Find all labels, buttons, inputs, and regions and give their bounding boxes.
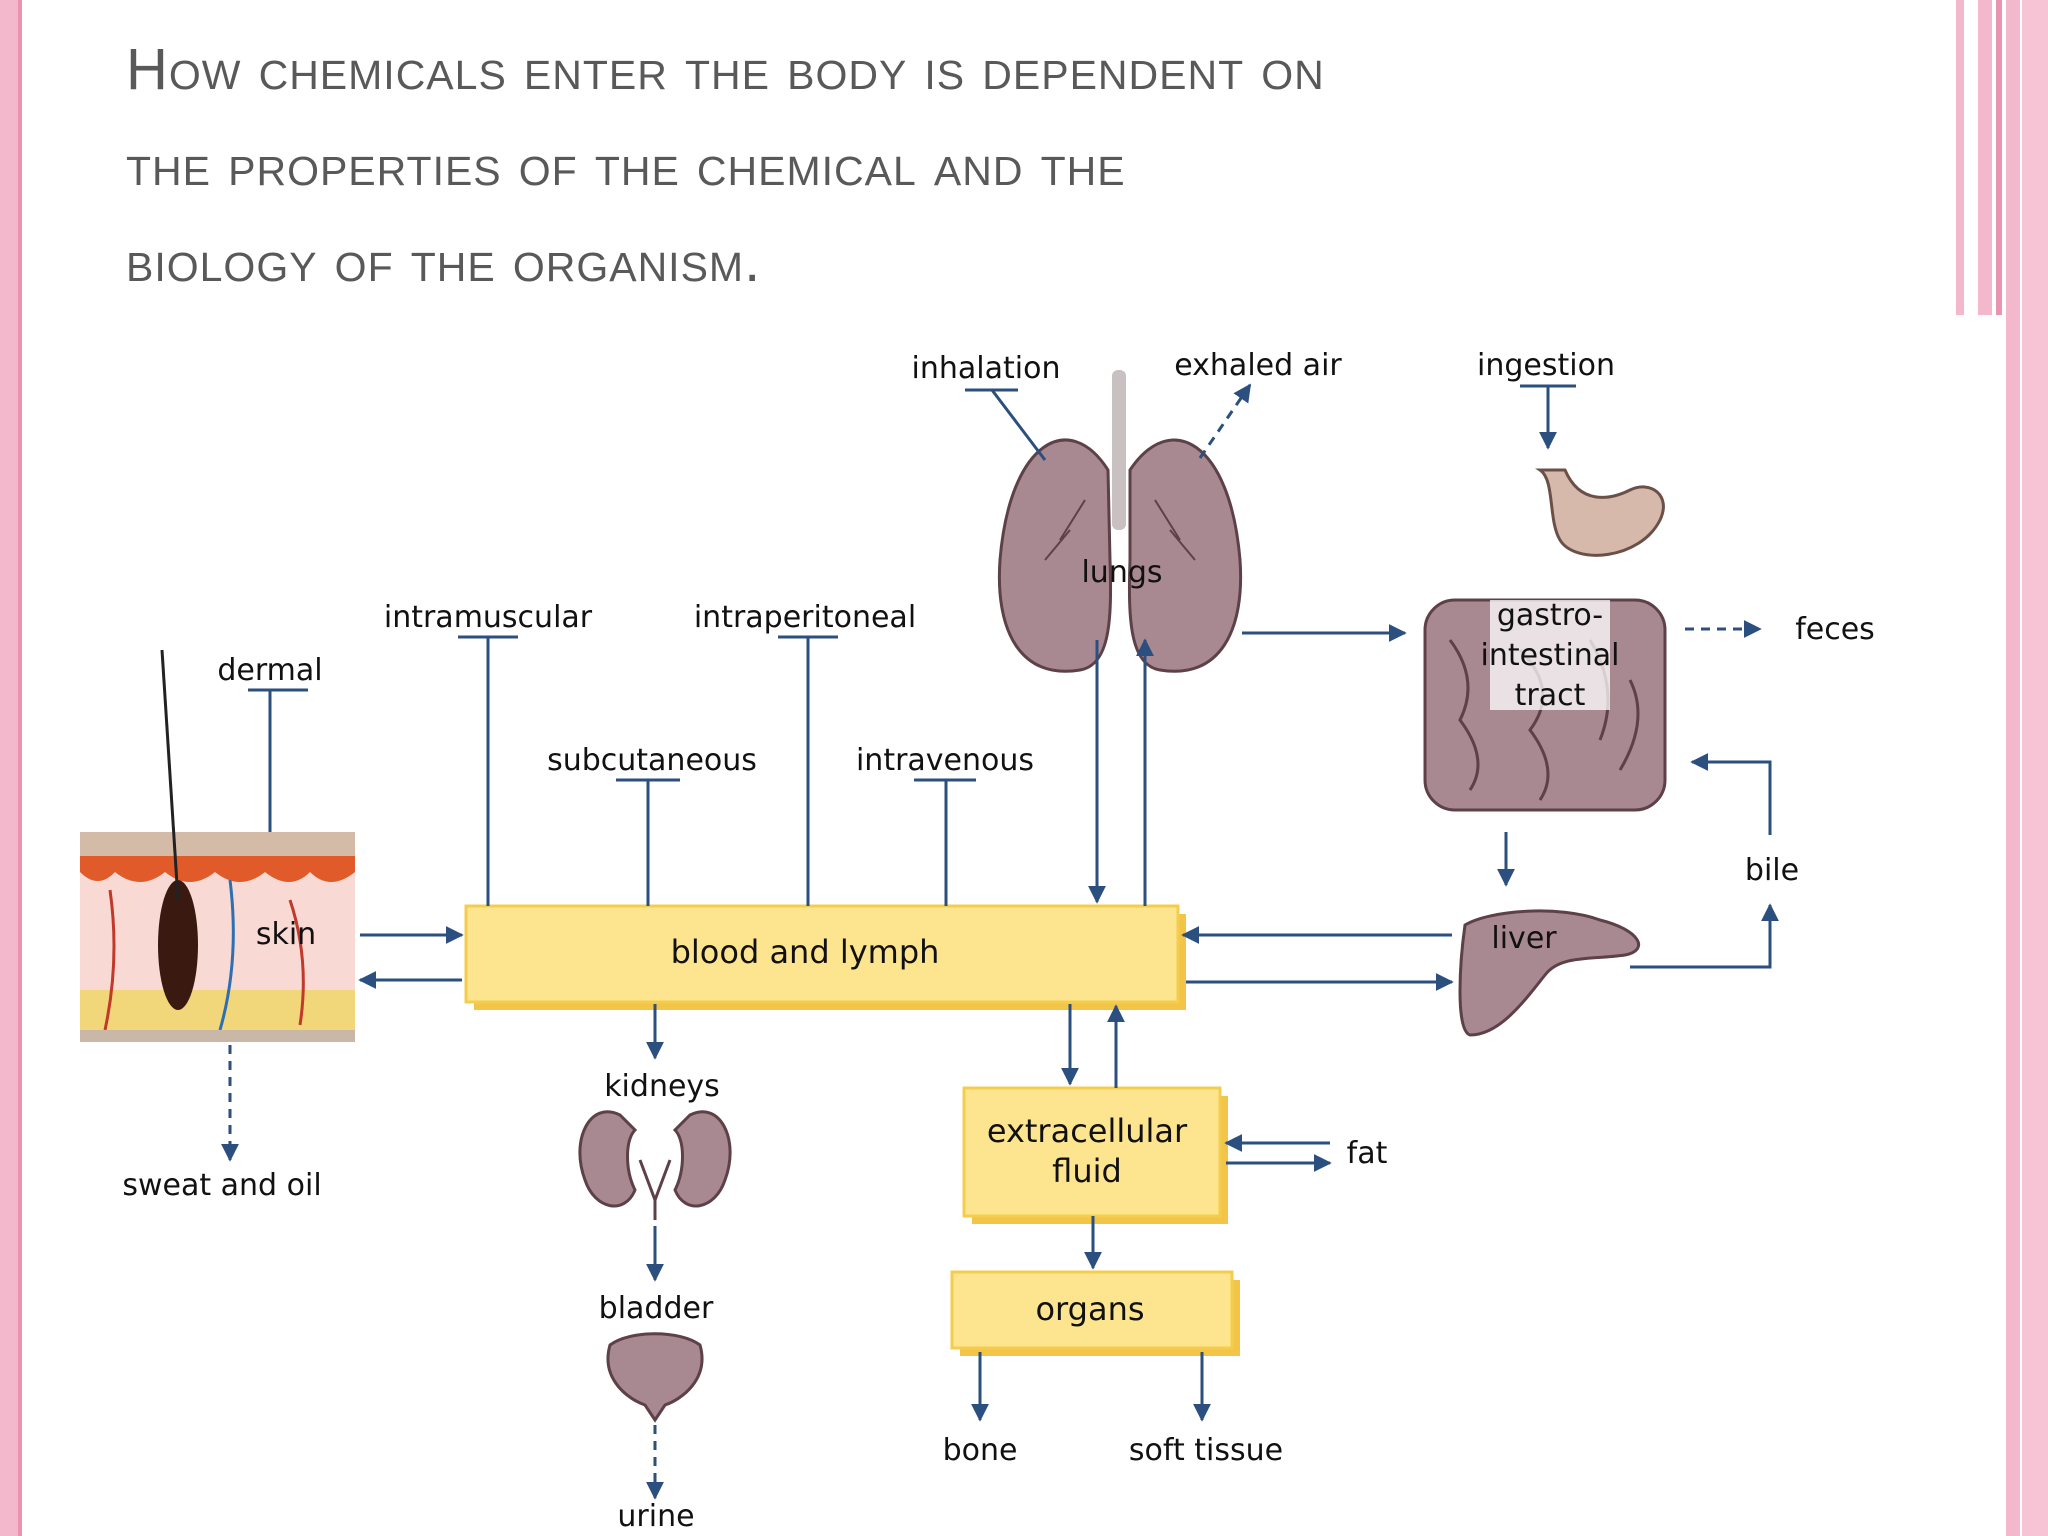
ecf-label-line2: fluid <box>1052 1152 1122 1190</box>
diagram-labels: dermal intramuscular intraperitoneal sub… <box>122 348 1874 1534</box>
organs-box-label: organs <box>1035 1290 1144 1328</box>
title-line-1: How chemicals enter the body is dependen… <box>126 37 1325 102</box>
label-soft-tissue: soft tissue <box>1129 1433 1283 1468</box>
label-fat: fat <box>1347 1136 1388 1171</box>
label-bone: bone <box>943 1433 1018 1468</box>
blood-lymph-box: blood and lymph <box>464 904 1186 1010</box>
gi-tract-illustration <box>1423 468 1667 812</box>
label-gi-line1: gastro- <box>1497 598 1603 633</box>
label-lungs: lungs <box>1081 555 1162 590</box>
label-sweat-oil: sweat and oil <box>122 1168 321 1203</box>
label-inhalation: inhalation <box>912 351 1061 386</box>
label-gi-line2: intestinal <box>1480 638 1619 673</box>
label-intramuscular: intramuscular <box>384 600 593 635</box>
chemical-pathway-diagram: blood and lymph extracellular fluid orga… <box>80 348 1875 1534</box>
slide-title: How chemicals enter the body is dependen… <box>126 22 1906 310</box>
extracellular-fluid-box: extracellular fluid <box>962 1086 1228 1224</box>
flow-arrows <box>221 383 1779 1500</box>
label-bladder: bladder <box>599 1291 714 1326</box>
left-pink-border <box>0 0 22 1536</box>
label-exhaled-air: exhaled air <box>1174 348 1342 383</box>
skin-illustration <box>80 649 355 1042</box>
label-skin: skin <box>256 917 316 952</box>
label-kidneys: kidneys <box>604 1069 720 1104</box>
bladder-illustration <box>606 1332 704 1423</box>
label-intraperitoneal: intraperitoneal <box>694 600 916 635</box>
route-lines <box>248 635 976 906</box>
ecf-label-line1: extracellular <box>987 1112 1188 1150</box>
title-line-2: the properties of the chemical and the <box>126 133 1126 198</box>
lungs-illustration <box>997 370 1243 673</box>
label-intravenous: intravenous <box>856 743 1034 778</box>
label-gi-line3: tract <box>1515 678 1586 713</box>
label-bile: bile <box>1745 853 1799 888</box>
blood-lymph-label: blood and lymph <box>671 933 940 971</box>
label-urine: urine <box>617 1499 694 1534</box>
liver-illustration <box>1458 909 1641 1037</box>
title-line-3: biology of the organism. <box>126 229 762 294</box>
right-pink-border <box>1956 0 2048 1536</box>
label-dermal: dermal <box>217 653 322 688</box>
label-feces: feces <box>1795 612 1875 647</box>
kidneys-illustration <box>578 1110 732 1220</box>
label-ingestion: ingestion <box>1477 348 1615 383</box>
label-subcutaneous: subcutaneous <box>547 743 757 778</box>
organs-box: organs <box>950 1270 1240 1356</box>
label-liver: liver <box>1491 921 1557 956</box>
